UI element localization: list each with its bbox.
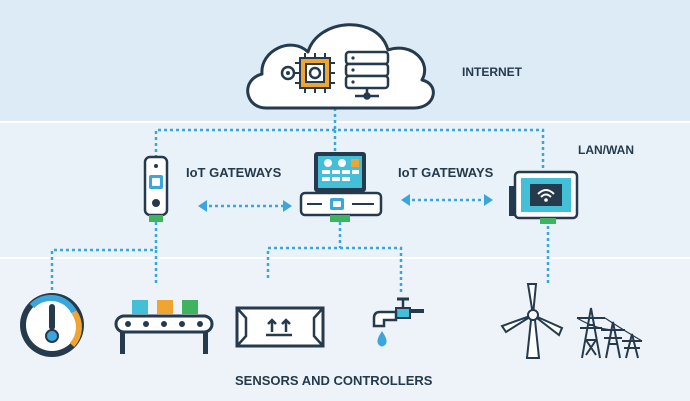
gateway-link-arrows [198, 194, 493, 212]
sensors-label: SENSORS AND CONTROLLERS [235, 373, 433, 388]
lan-wan-label: LAN/WAN [578, 143, 634, 157]
gateways-right-label: IoT GATEWAYS [398, 165, 494, 180]
conveyor-icon [114, 300, 214, 354]
processor-icon [280, 53, 335, 93]
faucet-icon [372, 297, 424, 347]
gateways-left-label: IoT GATEWAYS [186, 165, 282, 180]
gateway-wifi-icon [509, 170, 579, 224]
wind-turbine-icon [500, 283, 564, 359]
server-icon [344, 50, 390, 100]
internet-label: INTERNET [462, 65, 522, 79]
sensors-band [0, 258, 690, 401]
package-icon [235, 306, 325, 348]
power-pylon-icon [576, 307, 643, 359]
network-connectors [50, 108, 550, 302]
gateway-router-icon [299, 152, 383, 222]
gateway-device-icon [143, 155, 169, 222]
gauge-icon [20, 293, 84, 357]
